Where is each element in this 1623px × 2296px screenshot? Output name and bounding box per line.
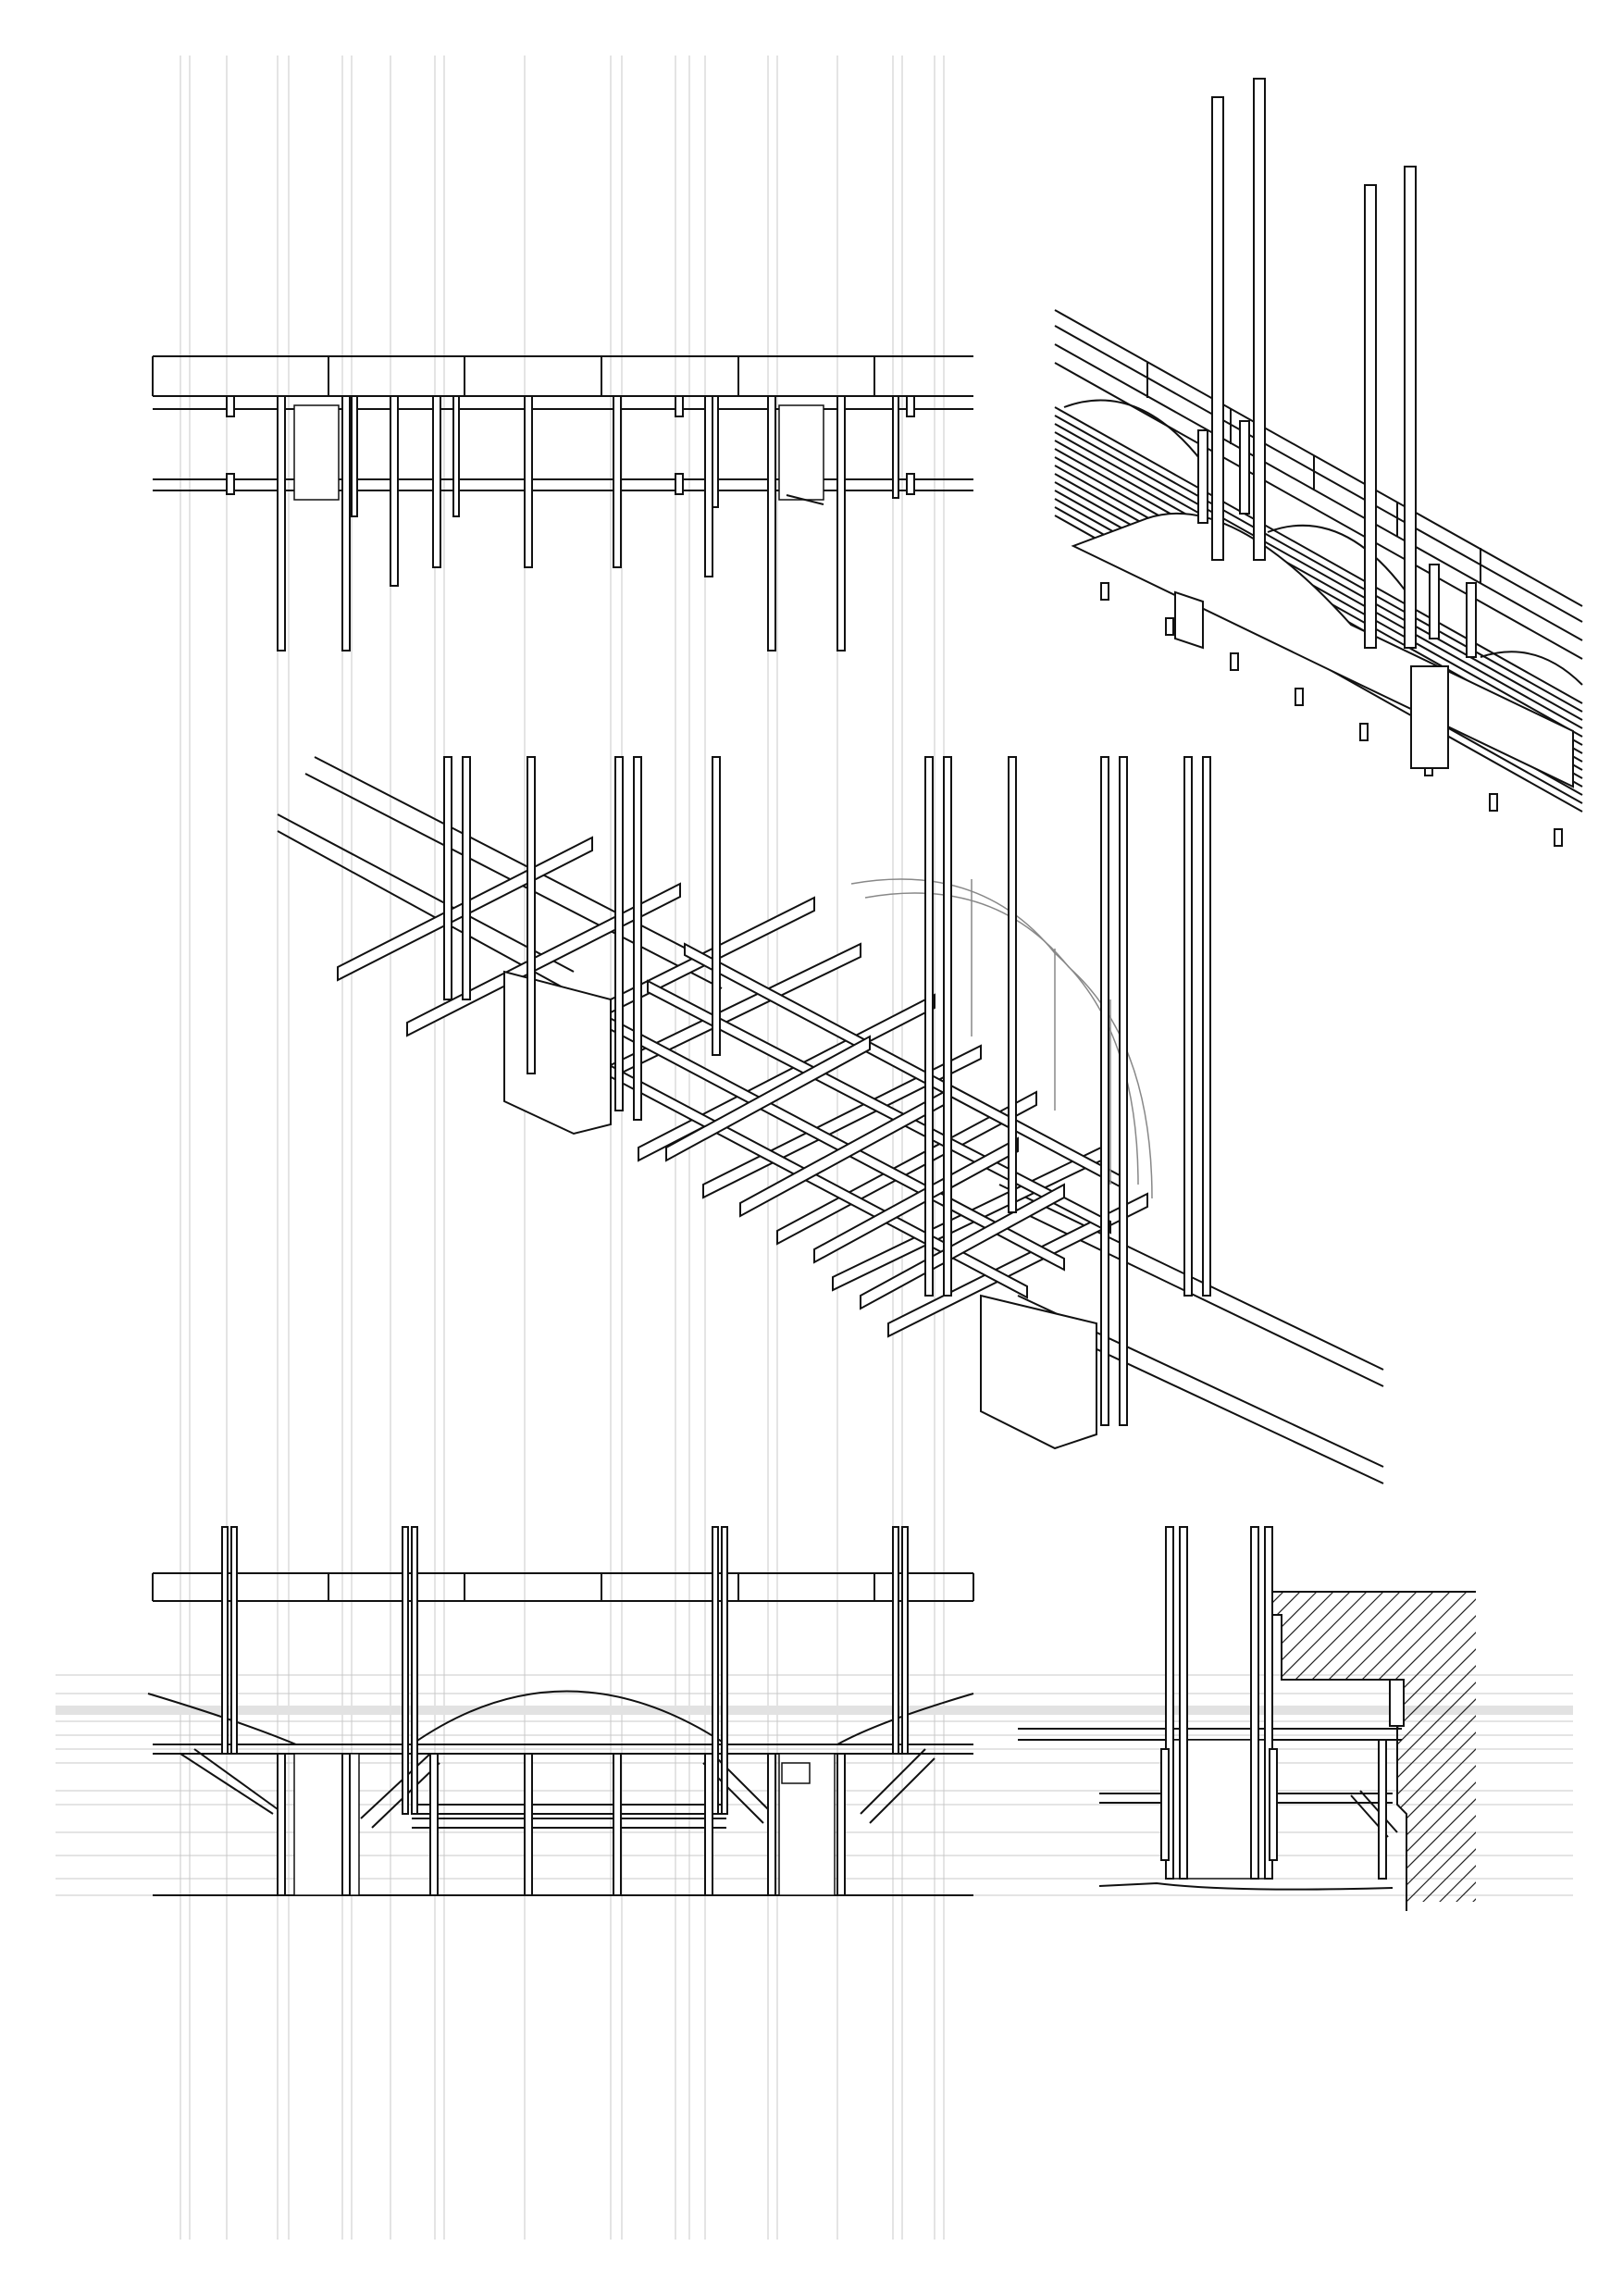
construction-lines (180, 56, 945, 2240)
joist-end (1489, 793, 1498, 812)
wall-hatch-line (1272, 1592, 1351, 1902)
transverse-beam (887, 1192, 1148, 1338)
axonometric-detail-view (277, 756, 1384, 1484)
vertical-post (1100, 756, 1109, 1426)
vertical-post (1202, 756, 1211, 1297)
elevation-post (277, 1753, 286, 1896)
elevation-post (892, 1526, 899, 1755)
deck-slat (1054, 406, 1583, 704)
transverse-beam (638, 993, 935, 1162)
vertical-post (943, 756, 952, 1297)
elevation-post (429, 1753, 439, 1896)
wall-hatch-line (1401, 1592, 1476, 1902)
wall-hatch-line (1272, 1592, 1401, 1902)
vertical-post (924, 756, 934, 1297)
elevation-post (341, 1753, 351, 1896)
wall-hatch-line (1602, 1592, 1623, 1906)
section-view (1018, 1526, 1623, 1911)
elevation-post (836, 1753, 846, 1896)
elevation-post (221, 1526, 229, 1755)
vertical-post (614, 756, 624, 1111)
transverse-beam (702, 1044, 982, 1199)
vertical-post (443, 756, 452, 1000)
elevation-post (704, 1753, 713, 1896)
lower-beam (665, 1035, 871, 1162)
joist-end (1100, 582, 1109, 601)
deck-slat (1054, 431, 1583, 729)
axonometric-overview-view (1054, 78, 1583, 847)
longitudinal-beam (647, 979, 1111, 1235)
wall-hatch-line (1618, 1592, 1623, 1906)
elevation-post (411, 1526, 418, 1815)
vertical-post (1008, 756, 1017, 1213)
wall-hatch-line (1272, 1592, 1368, 1902)
vertical-post (633, 756, 642, 1121)
joist-end (1359, 723, 1369, 741)
transverse-beam (406, 882, 681, 1037)
plan-view (152, 355, 973, 652)
elevation-post (712, 1526, 719, 1815)
vertical-post (1183, 756, 1193, 1297)
vertical-post (1119, 756, 1128, 1426)
wall-hatch-line (1568, 1592, 1623, 1906)
wall-hatch-line (1418, 1592, 1476, 1902)
deck-slat (1054, 415, 1583, 713)
elevation-post (767, 1753, 776, 1896)
vertical-post (712, 756, 721, 1056)
deck-slat (1054, 440, 1583, 738)
elevation-post (613, 1753, 622, 1896)
deck-slat (1054, 423, 1583, 721)
joist-end (1554, 828, 1563, 847)
lower-beam (860, 1183, 1065, 1310)
vertical-post (527, 756, 536, 1074)
vertical-post (462, 756, 471, 1000)
wall-hatch-line (1384, 1592, 1476, 1902)
elevation-post (230, 1526, 238, 1755)
elevation-post (721, 1526, 728, 1815)
elevation-view (56, 1526, 1573, 1896)
wall-hatch-line (1272, 1592, 1384, 1902)
joist-end (1165, 617, 1174, 636)
elevation-post (524, 1753, 533, 1896)
elevation-post (402, 1526, 409, 1815)
joist-end (1230, 652, 1239, 671)
wall-hatch-line (1272, 1592, 1418, 1902)
wall-hatch-line (1585, 1592, 1623, 1906)
wall-hatch-line (1368, 1592, 1476, 1902)
elevation-post (901, 1526, 909, 1755)
joist-end (1295, 688, 1304, 706)
